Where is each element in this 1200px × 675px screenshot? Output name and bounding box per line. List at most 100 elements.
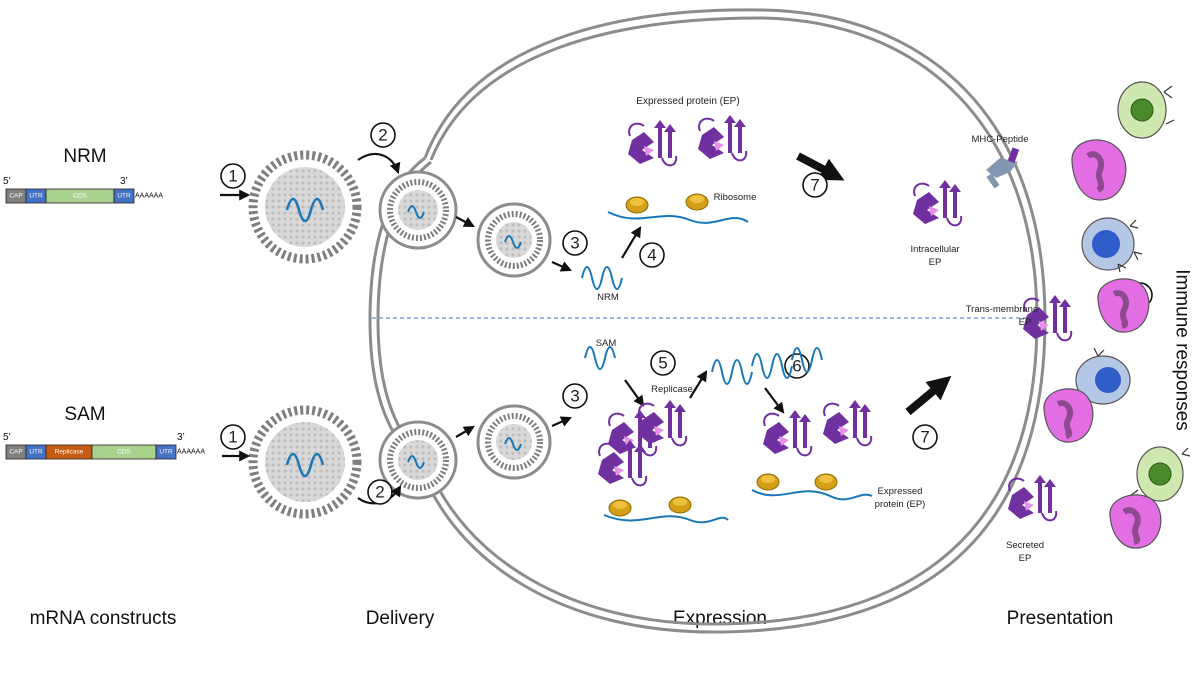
granulocyte-4 xyxy=(1109,494,1162,549)
expressed-protein-bottom-label-1: Expressed xyxy=(878,486,923,497)
sam-replicase-label: Replicase xyxy=(55,449,84,456)
sam-utr3-label: UTR xyxy=(159,449,173,456)
nrm-strand xyxy=(581,266,623,290)
section-title-expression: Expression xyxy=(673,608,767,629)
replicase-protein-2 xyxy=(637,399,688,447)
step-6: 6 xyxy=(784,353,810,379)
step-5: 5 xyxy=(650,350,676,376)
mrna-translation-top xyxy=(607,211,749,224)
arrow-step2-nrm xyxy=(357,152,401,175)
sam-utr3-segment xyxy=(155,444,177,460)
svg-text:3: 3 xyxy=(570,234,579,253)
b-cell-2 xyxy=(1075,347,1131,405)
step-7-top: 7 xyxy=(802,172,828,198)
protein-top-2 xyxy=(697,114,748,162)
step-2-sam: 2 xyxy=(367,479,393,505)
granulocyte-2 xyxy=(1097,278,1150,333)
nrm-utr5-label: UTR xyxy=(29,193,43,200)
arrow-step6 xyxy=(764,387,785,414)
sam-cap-label: CAP xyxy=(9,449,22,456)
ribosome-bottom-2 xyxy=(814,473,838,491)
svg-text:2: 2 xyxy=(378,126,387,145)
arrow-step4 xyxy=(621,226,642,259)
sam-polya: AAAAAA xyxy=(177,449,205,456)
arrow-endocytosis-nrm xyxy=(455,216,475,228)
b-cell-1 xyxy=(1081,217,1143,273)
endosome-nrm xyxy=(476,202,552,278)
arrow-step7-top xyxy=(796,152,845,181)
svg-text:1: 1 xyxy=(228,167,237,186)
replicase-label: Replicase xyxy=(651,384,693,395)
lnp-large-sam xyxy=(248,405,362,519)
ribosome-top-2 xyxy=(685,193,709,211)
svg-text:1: 1 xyxy=(228,428,237,447)
sam-five-prime: 5’ xyxy=(3,432,11,443)
svg-text:5: 5 xyxy=(658,354,667,373)
amplified-rna-2 xyxy=(751,353,793,379)
ribosome-label: Ribosome xyxy=(714,192,757,203)
step-3-sam: 3 xyxy=(562,383,588,409)
lnp-entering-nrm xyxy=(378,170,458,250)
lnp-entering-sam xyxy=(378,420,458,500)
mrna-translation-replicase xyxy=(603,514,729,524)
sam-cds-label: CDS xyxy=(117,449,131,456)
arrow-sam-to-replicase xyxy=(624,379,645,407)
mrna-translation-bottom xyxy=(751,489,873,501)
t-cell-bottom xyxy=(1129,446,1191,502)
nrm-construct: NRM 5’ 3’ CAP UTR CDS UTR AAAAAA xyxy=(3,146,163,204)
mhc-peptide-label: MHC-Peptide xyxy=(971,134,1028,145)
sam-utr5-label: UTR xyxy=(29,449,43,456)
nrm-three-prime: 3’ xyxy=(120,176,128,187)
nrm-utr3-segment xyxy=(113,188,135,204)
ribosome-replicase-2 xyxy=(668,496,692,514)
ribosome-bottom-1 xyxy=(756,473,780,491)
nrm-cap-label: CAP xyxy=(9,193,22,200)
sam-three-prime: 3’ xyxy=(177,432,185,443)
arrow-step3-nrm xyxy=(551,260,573,272)
protein-bottom-2 xyxy=(822,399,873,447)
section-title-delivery: Delivery xyxy=(366,608,435,629)
arrow-step7-bottom xyxy=(905,375,952,416)
sam-title: SAM xyxy=(64,404,105,425)
endosome-sam xyxy=(476,404,552,480)
svg-text:4: 4 xyxy=(647,246,656,265)
step-4: 4 xyxy=(639,242,665,268)
svg-text:2: 2 xyxy=(375,483,384,502)
nrm-utr3-label: UTR xyxy=(117,193,131,200)
granulocyte-3 xyxy=(1043,388,1094,443)
expressed-protein-bottom-label-2: protein (EP) xyxy=(875,499,926,510)
arrow-replicase-to-amplification xyxy=(689,370,708,399)
svg-text:7: 7 xyxy=(920,428,929,447)
transmembrane-label-1: Trans-membrane xyxy=(966,304,1039,315)
sam-construct: SAM 5’ 3’ CAP UTR Replicase CDS UTR AAAA… xyxy=(3,404,205,460)
svg-text:7: 7 xyxy=(810,176,819,195)
step-3-nrm: 3 xyxy=(562,230,588,256)
svg-text:6: 6 xyxy=(792,357,801,376)
protein-bottom-1 xyxy=(762,409,813,457)
amplified-rna-3 xyxy=(791,347,823,373)
lnp-large-nrm xyxy=(248,150,362,264)
intracellular-label-2: EP xyxy=(929,257,942,268)
sam-strand-label: SAM xyxy=(596,338,617,349)
section-title-constructs: mRNA constructs xyxy=(30,608,177,629)
protein-intracellular xyxy=(912,179,963,227)
immune-responses-label: Immune responses xyxy=(1172,269,1193,431)
mhc-peptide xyxy=(986,147,1020,189)
svg-text:3: 3 xyxy=(570,387,579,406)
granulocyte-1 xyxy=(1071,139,1127,201)
secreted-label-2: EP xyxy=(1019,553,1032,564)
nrm-title: NRM xyxy=(63,146,106,167)
intracellular-label-1: Intracellular xyxy=(910,244,959,255)
transmembrane-label-2: EP xyxy=(1019,317,1032,328)
step-1-sam: 1 xyxy=(220,424,246,450)
step-7-bottom: 7 xyxy=(912,424,938,450)
secreted-label-1: Secreted xyxy=(1006,540,1044,551)
arrow-step3-sam xyxy=(551,416,573,428)
step-2-nrm: 2 xyxy=(370,122,396,148)
ribosome-replicase-1 xyxy=(608,499,632,517)
protein-top-1 xyxy=(627,119,678,167)
nrm-cds-label: CDS xyxy=(73,193,87,200)
step-1-nrm: 1 xyxy=(220,163,246,189)
nrm-strand-label: NRM xyxy=(597,292,619,303)
